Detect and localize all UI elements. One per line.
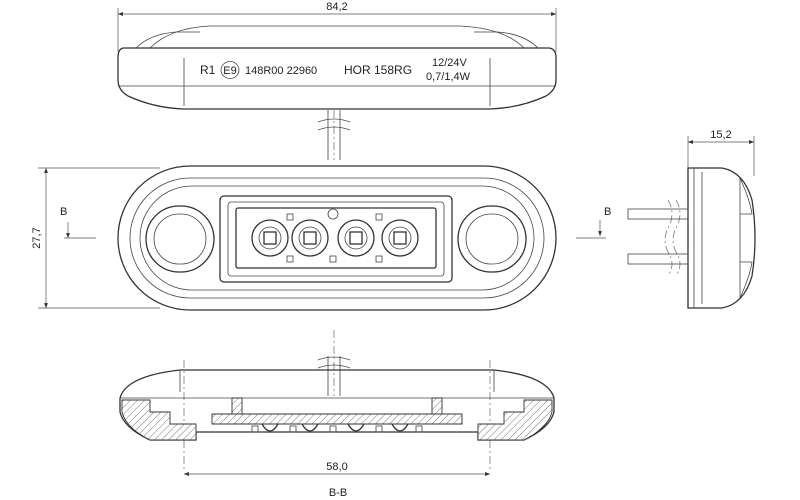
side-view: 15,2 bbox=[627, 129, 756, 309]
section-hatch-right bbox=[477, 399, 553, 441]
section-view: 58,0 B-B bbox=[119, 330, 555, 499]
lens-marking: R1 E9 148R00 22960 HOR 158RG 12/24V 0,7/… bbox=[200, 57, 471, 83]
depth-label: 15,2 bbox=[710, 129, 731, 141]
section-marker-right-label: B bbox=[604, 206, 611, 218]
section-marker-left-label: B bbox=[60, 206, 67, 218]
side-view-body bbox=[687, 167, 756, 309]
height-label: 27,7 bbox=[31, 227, 43, 248]
mount-spacing-dimension: 58,0 bbox=[184, 461, 490, 476]
voltage-rating: 12/24V bbox=[432, 57, 468, 69]
top-view-cable bbox=[317, 110, 351, 160]
top-view-body bbox=[117, 47, 557, 110]
model-code: HOR 158RG bbox=[344, 63, 412, 77]
approval-numbers: 148R00 22960 bbox=[245, 65, 317, 77]
top-view: 84,2 R1 E9 148R00 22960 HOR 158RG 12/24V… bbox=[117, 1, 557, 160]
led-array bbox=[251, 208, 419, 263]
section-cable bbox=[317, 330, 351, 396]
approval-mark: E9 bbox=[223, 65, 236, 77]
height-dimension: 27,7 bbox=[31, 167, 160, 309]
side-view-wires bbox=[627, 199, 689, 277]
section-leds bbox=[251, 423, 423, 433]
mount-spacing-label: 58,0 bbox=[326, 461, 347, 473]
mounting-slot-right bbox=[457, 205, 527, 273]
led-1 bbox=[251, 219, 289, 257]
led-2 bbox=[291, 219, 329, 257]
section-hatch-centre bbox=[211, 413, 463, 425]
section-title: B-B bbox=[329, 487, 347, 499]
section-hatch-left bbox=[121, 399, 197, 441]
led-board bbox=[235, 207, 437, 269]
section-marker-right: B bbox=[576, 206, 611, 239]
overall-length-label: 84,2 bbox=[326, 1, 347, 13]
lens-window bbox=[219, 195, 453, 283]
overall-length-dimension: 84,2 bbox=[117, 1, 557, 52]
marking-class: R1 bbox=[200, 63, 216, 77]
section-marker-left: B bbox=[60, 206, 96, 239]
approval-mark-circle bbox=[220, 61, 240, 79]
housing-outline bbox=[117, 165, 557, 311]
led-4 bbox=[381, 219, 419, 257]
led-3 bbox=[337, 219, 375, 257]
mounting-slot-left bbox=[145, 205, 215, 273]
power-rating: 0,7/1,4W bbox=[426, 71, 471, 83]
depth-dimension: 15,2 bbox=[687, 129, 755, 176]
front-view: 27,7 bbox=[31, 165, 611, 311]
